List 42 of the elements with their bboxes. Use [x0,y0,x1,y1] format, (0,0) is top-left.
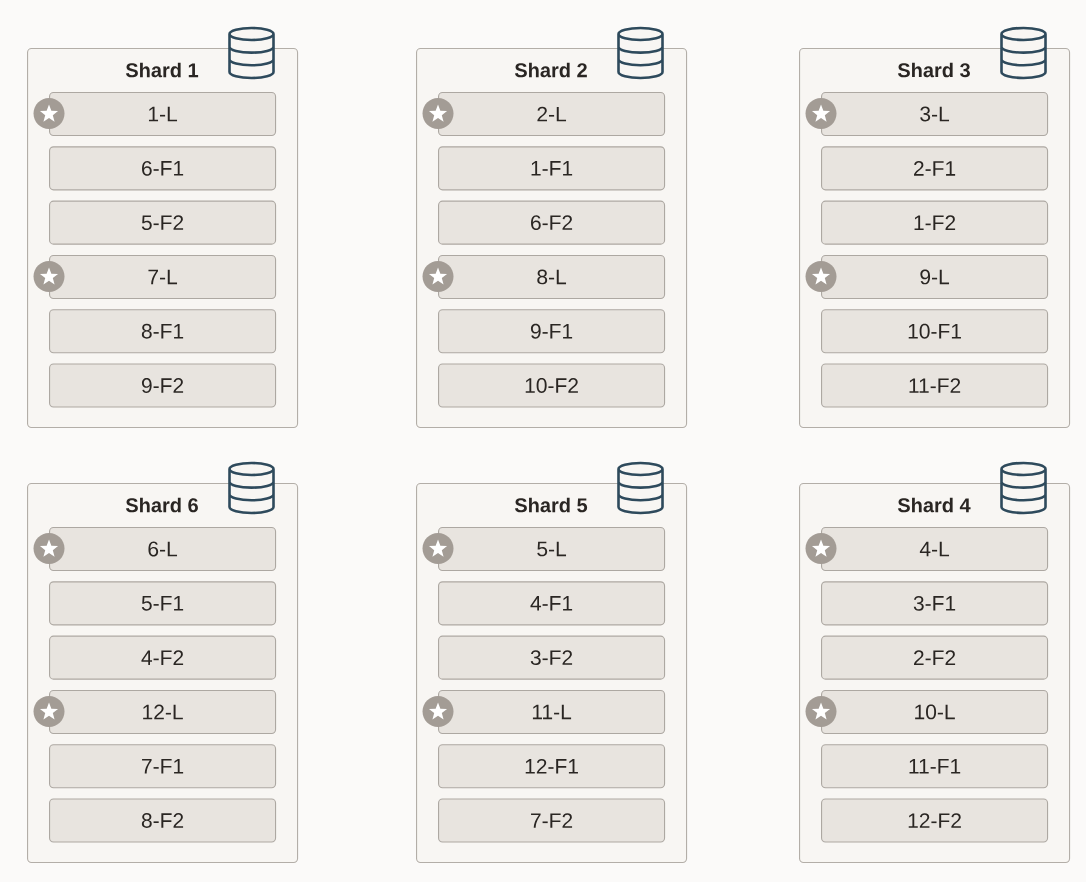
shard-row: 10-L [821,689,1049,734]
shard-row: 12-F1 [438,744,666,789]
panel-title: Shard 1 [125,62,199,78]
shard-row: 9-F1 [438,309,666,354]
shard-row: 7-L [49,254,277,299]
shard-row: 12-F2 [821,798,1049,843]
shard-row: 3-F2 [438,635,666,680]
shard-row: 2-L [438,92,666,137]
shard-row: 10-F2 [438,363,666,408]
shard-row: 7-F2 [438,798,666,843]
shard-row: 9-L [821,254,1049,299]
panel-title: Shard 2 [514,62,587,78]
shard-row: 11-F1 [821,744,1049,789]
shard-row: 12-L [49,689,277,734]
shard-row: 2-F2 [821,635,1049,680]
panel-title: Shard 6 [125,497,198,513]
shard-row: 6-F2 [438,200,666,245]
shard-row: 4-L [821,527,1049,572]
shard-row: 6-F1 [49,146,277,191]
shard-row: 5-L [438,527,666,572]
shard-row: 1-F1 [438,146,666,191]
shard-row: 4-F1 [438,581,666,626]
shard-row: 11-L [438,689,666,734]
shard-row: 11-F2 [821,363,1049,408]
shard-row: 2-F1 [821,146,1049,191]
shard-row: 5-F1 [49,581,277,626]
panel-title: Shard 3 [897,62,970,78]
shard-row: 5-F2 [49,200,277,245]
shard-row: 1-F2 [821,200,1049,245]
shard-row: 10-F1 [821,309,1049,354]
shard-row: 1-L [49,92,277,137]
shard-row: 7-F1 [49,744,277,789]
shard-row: 9-F2 [49,363,277,408]
shard-row: 3-L [821,92,1049,137]
shard-row: 8-F1 [49,309,277,354]
shard-row: 8-L [438,254,666,299]
shard-row: 3-F1 [821,581,1049,626]
panel-title: Shard 5 [514,497,588,513]
shard-row: 6-L [49,527,277,572]
shard-row: 8-F2 [49,798,277,843]
shard-row: 4-F2 [49,635,277,680]
panel-title: Shard 4 [897,497,971,513]
